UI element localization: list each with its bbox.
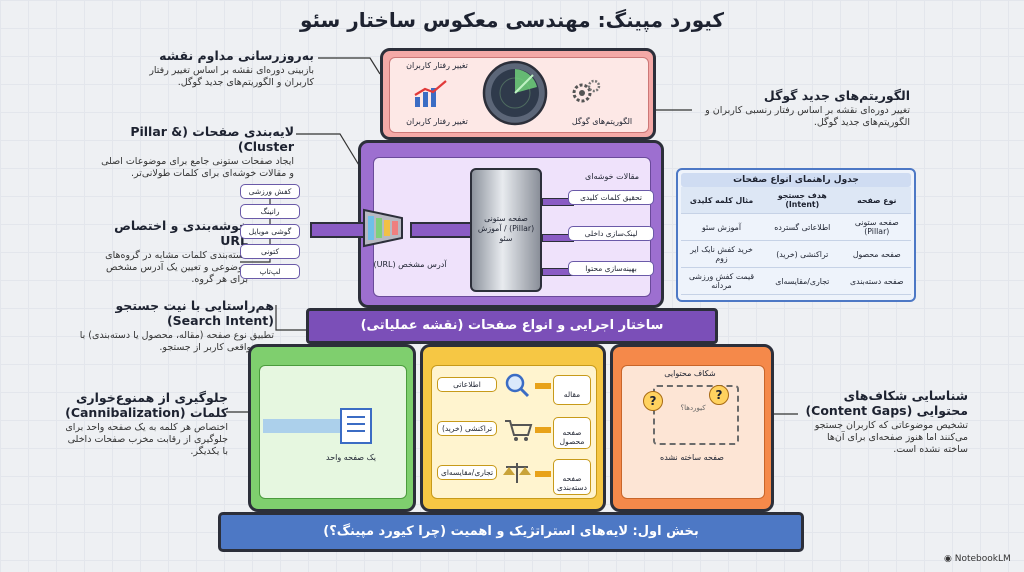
callout-gaps: شناسایی شکاف‌های محتوایی (Content Gaps) … <box>800 388 968 456</box>
gaps-box: شکاف محتوایی ? ? کیورد‌ها؟ صفحه ساخته نش… <box>610 344 774 512</box>
table-cell: قیمت کفش ورزشی مردانه <box>681 267 763 295</box>
callout-intent-heading: هم‌راستایی با نیت جستجو (Search Intent) <box>115 298 274 328</box>
scale-icon <box>503 463 531 483</box>
table-header-cell: مثال کلمه کلیدی <box>681 187 763 214</box>
page-product: صفحه محصول <box>553 417 591 449</box>
page-article: مقاله <box>553 375 591 405</box>
trend-chart-icon <box>414 80 447 107</box>
callout-algorithms: الگوریتم‌های جدید گوگل تغییر دوره‌ای نقش… <box>696 88 910 129</box>
page-types-table-panel: جدول راهنمای انواع صفحات نوع صفحه هدف جس… <box>676 168 916 302</box>
cart-icon <box>505 420 533 441</box>
intent-box: اطلاعاتی تراکنشی (خرید) تجاری/مقایسه‌ای … <box>420 344 606 512</box>
intent-icons <box>503 373 533 483</box>
table-cell: تجاری/مقایسه‌ای <box>762 267 843 295</box>
table-cell: صفحه دسته‌بندی <box>842 267 911 295</box>
cluster-item-2: لینک‌سازی داخلی <box>568 226 654 241</box>
keyword-pill-5: لپ‌تاپ <box>240 264 300 279</box>
table-row: صفحه محصول تراکنشی (خرید) خرید کفش نایک … <box>681 240 911 268</box>
table-row: صفحه دسته‌بندی تجاری/مقایسه‌ای قیمت کفش … <box>681 267 911 295</box>
table-cell: صفحه محصول <box>842 240 911 268</box>
cluster-item-1: تحقیق کلمات کلیدی <box>568 190 654 205</box>
brand-icon: ◉ <box>944 554 955 564</box>
user-behavior-bottom-label: تغییر رفتار کاربران <box>406 117 468 126</box>
arrow-3 <box>535 471 551 477</box>
callout-clustering: خوشه‌بندی و اختصاص URL دسته‌بندی کلمات م… <box>86 218 248 286</box>
intent-commercial: تجاری/مقایسه‌ای <box>437 465 497 480</box>
intent-transactional: تراکنشی (خرید) <box>437 421 497 436</box>
question-icon: ? <box>709 385 729 405</box>
callout-pillar-heading: لایه‌بندی صفحات (Pillar & Cluster) <box>130 124 294 154</box>
callout-update-heading: به‌روزرسانی مداوم نقشه <box>159 48 314 63</box>
callout-cannibal-heading: جلوگیری از همنوع‌خواری کلمات (Cannibaliz… <box>65 390 228 420</box>
pillar-pipe <box>410 222 478 238</box>
gap-question-label: کیورد‌ها؟ <box>680 404 706 412</box>
callout-gaps-heading: شناسایی شکاف‌های محتوایی (Content Gaps) <box>805 388 968 418</box>
gap-top-label: شکاف محتوایی <box>664 369 716 378</box>
callout-update: به‌روزرسانی مداوم نقشه بازبینی دوره‌ای ن… <box>136 48 314 89</box>
middle-band: ساختار اجرایی و انواع صفحات (نقشه عملیات… <box>306 308 718 344</box>
url-funnel-icon <box>363 208 403 248</box>
gears-icon <box>572 79 601 103</box>
callout-cannibal-desc: اختصاص هر کلمه به یک صفحه واحد برای جلوگ… <box>65 422 228 457</box>
gap-bottom-label: صفحه ساخته نشده <box>660 453 724 462</box>
callout-pillar-desc: ایجاد صفحات ستونی جامع برای موضوعات اصلی… <box>101 156 294 179</box>
search-icon <box>505 373 530 398</box>
brand-label: NotebookLM <box>954 554 1011 564</box>
top-monitor-box: تغییر رفتار کاربران تغییر رفتار کاربران … <box>380 48 656 140</box>
callout-pillar: لایه‌بندی صفحات (Pillar & Cluster) ایجاد… <box>98 124 294 180</box>
table-cell: اطلاعاتی گسترده <box>762 213 843 241</box>
pillar-label: صفحه ستونی (Pillar) / آموزش سئو <box>477 214 535 243</box>
pillar-cylinder <box>470 168 542 292</box>
callout-intent: هم‌راستایی با نیت جستجو (Search Intent) … <box>66 298 274 354</box>
cannibal-box: یک صفحه واحد <box>248 344 416 512</box>
user-behavior-top-label: تغییر رفتار کاربران <box>406 61 468 70</box>
table-row: صفحه ستونی (Pillar) اطلاعاتی گسترده آموز… <box>681 213 911 241</box>
brand-mark: ◉ NotebookLM <box>944 554 1011 564</box>
page-types-table: نوع صفحه هدف جستجو (Intent) مثال کلمه کل… <box>681 187 911 295</box>
table-header-row: نوع صفحه هدف جستجو (Intent) مثال کلمه کل… <box>681 187 911 214</box>
callout-algorithms-desc: تغییر دوره‌ای نقشه بر اساس رفتار رنسبی ک… <box>705 105 910 128</box>
keyword-pill-1: کفش ورزشی <box>240 184 300 199</box>
table-cell: خرید کفش نایک ایر زوم <box>681 240 763 268</box>
missing-page-outline <box>653 385 739 445</box>
callout-cannibal: جلوگیری از همنوع‌خواری کلمات (Cannibaliz… <box>62 390 228 458</box>
gaps-inner <box>621 365 765 499</box>
keyword-pill-2: رانینگ <box>240 204 300 219</box>
intent-informational: اطلاعاتی <box>437 377 497 392</box>
arrow-1 <box>535 383 551 389</box>
callout-intent-desc: تطبیق نوع صفحه (مقاله، محصول یا دسته‌بند… <box>79 330 274 353</box>
keyword-pill-3: گوشی موبایل <box>240 224 300 239</box>
radar-gauge-icon <box>482 60 548 126</box>
table-cell: صفحه ستونی (Pillar) <box>842 213 911 241</box>
callout-gaps-desc: تشخیص موضوعاتی که کاربران جستجو می‌کنند … <box>814 420 968 455</box>
table-title: جدول راهنمای انواع صفحات <box>681 173 911 187</box>
url-label: آدرس مشخص (URL) <box>373 260 447 269</box>
callout-algorithms-heading: الگوریتم‌های جدید گوگل <box>763 88 910 103</box>
single-page-label: یک صفحه واحد <box>326 453 376 462</box>
question-icon: ? <box>643 391 663 411</box>
keyword-pill-4: کتونی <box>240 244 300 259</box>
callout-clustering-desc: دسته‌بندی کلمات مشابه در گروه‌های موضوعی… <box>105 250 248 285</box>
cluster-item-3: بهینه‌سازی محتوا <box>568 261 654 276</box>
google-algos-label: الگوریتم‌های گوگل <box>571 117 633 126</box>
table-header-cell: نوع صفحه <box>842 187 911 214</box>
bottom-band: بخش اول: لایه‌های استراتژیک و اهمیت (چرا… <box>218 512 804 552</box>
page-category: صفحه دسته‌بندی <box>553 459 591 495</box>
callout-clustering-heading: خوشه‌بندی و اختصاص URL <box>114 218 248 248</box>
arrow-2 <box>535 427 551 433</box>
callout-update-desc: بازبینی دوره‌ای نقشه بر اساس تغییر رفتار… <box>149 65 314 88</box>
table-header-cell: هدف جستجو (Intent) <box>762 187 843 214</box>
table-cell: آموزش سئو <box>681 213 763 241</box>
cluster-header: مقالات خوشه‌ای <box>585 172 639 181</box>
table-cell: تراکنشی (خرید) <box>762 240 843 268</box>
page-title: کیورد مپینگ: مهندسی معکوس ساختار سئو <box>299 8 725 32</box>
single-page-arrow-icon <box>263 408 372 444</box>
